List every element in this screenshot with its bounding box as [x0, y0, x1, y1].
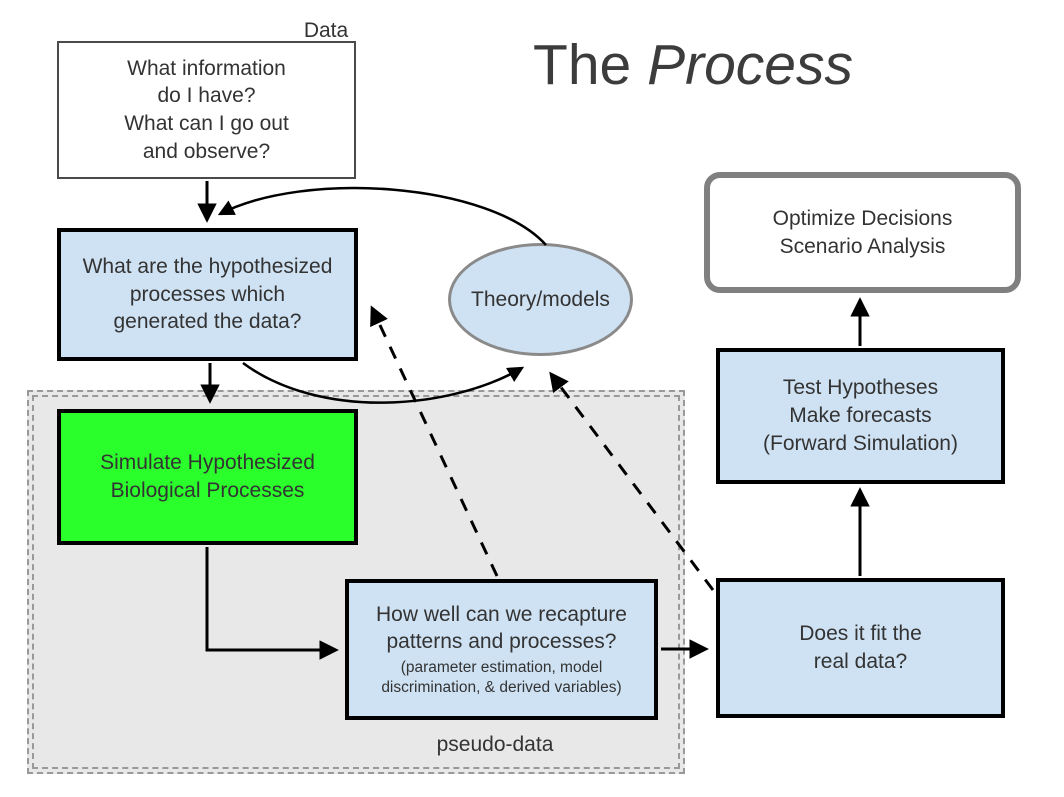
page-title: The Process	[498, 34, 888, 97]
information-box-text: What information do I have? What can I g…	[124, 56, 289, 163]
recapture-patterns-text: How well can we recapture patterns and p…	[376, 602, 627, 654]
recapture-patterns-box: How well can we recapture patterns and p…	[345, 579, 658, 720]
title-prefix: The	[533, 33, 648, 97]
information-box: What information do I have? What can I g…	[57, 41, 356, 179]
theory-models-ellipse: Theory/models	[448, 243, 633, 356]
title-emphasis: Process	[647, 33, 853, 97]
theory-models-text: Theory/models	[471, 287, 610, 311]
optimize-decisions-box: Optimize Decisions Scenario Analysis	[704, 172, 1021, 293]
recapture-patterns-subtext: (parameter estimation, model discriminat…	[381, 659, 622, 697]
simulate-processes-text: Simulate Hypothesized Biological Process…	[100, 451, 315, 502]
fit-real-data-text: Does it fit the real data?	[799, 622, 922, 673]
optimize-decisions-text: Optimize Decisions Scenario Analysis	[772, 206, 953, 258]
test-hypotheses-box: Test Hypotheses Make forecasts (Forward …	[716, 348, 1005, 484]
hypothesized-processes-text: What are the hypothesized processes whic…	[82, 254, 333, 334]
simulate-processes-box: Simulate Hypothesized Biological Process…	[57, 409, 358, 545]
fit-real-data-box: Does it fit the real data?	[716, 578, 1005, 718]
pseudo-data-label: pseudo-data	[436, 733, 554, 756]
test-hypotheses-text: Test Hypotheses Make forecasts (Forward …	[763, 376, 958, 455]
hypothesized-processes-box: What are the hypothesized processes whic…	[57, 228, 358, 361]
data-label: Data	[303, 19, 349, 42]
